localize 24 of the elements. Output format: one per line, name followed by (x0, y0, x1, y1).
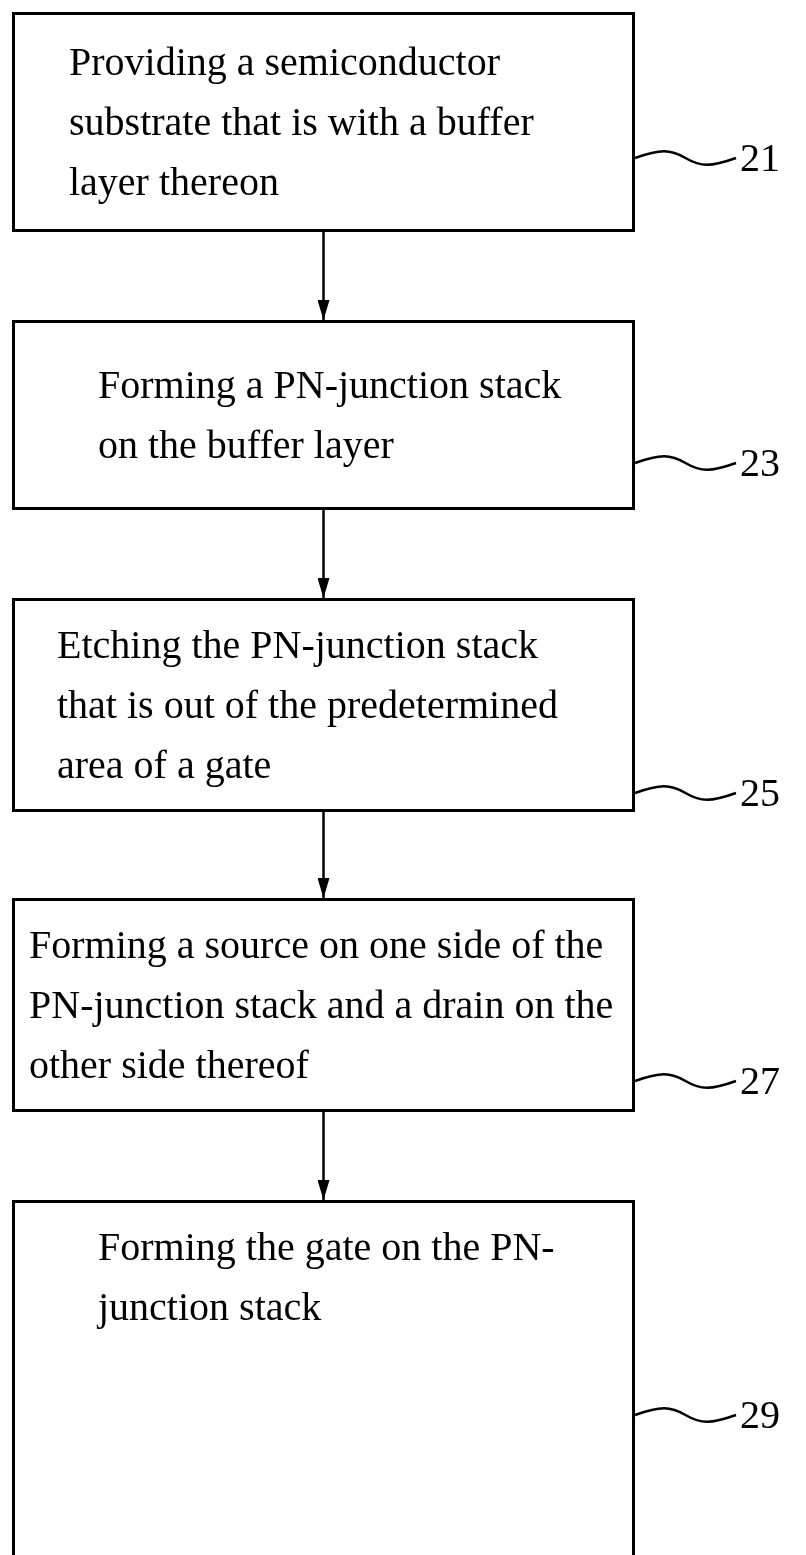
reference-number: 21 (740, 135, 802, 181)
leader-line (634, 150, 737, 166)
reference-number: 25 (740, 770, 802, 816)
leader-line (634, 1407, 737, 1423)
reference-number: 29 (740, 1392, 802, 1438)
process-box (12, 1200, 635, 1555)
step-text: Providing a semiconductor substrate that is with a buffer layer thereon (69, 38, 535, 206)
reference-number: 23 (740, 440, 802, 486)
step-text: Forming the gate on the PN-junction stack (98, 1223, 556, 1331)
leader-line (634, 1073, 737, 1089)
process-box (12, 598, 635, 812)
process-box (12, 12, 635, 232)
arrow (317, 510, 330, 598)
leader-line (634, 455, 737, 471)
step-text: Forming a PN-junction stack on the buffer layer (98, 361, 563, 469)
step-text: Etching the PN-junction stack that is out of the predetermined area of a gate (57, 621, 559, 789)
arrow (317, 1112, 330, 1200)
arrow (317, 812, 330, 898)
arrow (317, 232, 330, 320)
leader-line (634, 785, 737, 801)
reference-number: 27 (740, 1058, 802, 1104)
step-text: Forming a source on one side of the PN-junction stack and a drain on the other side thereof (29, 921, 615, 1089)
process-box (12, 898, 635, 1112)
process-box (12, 320, 635, 510)
